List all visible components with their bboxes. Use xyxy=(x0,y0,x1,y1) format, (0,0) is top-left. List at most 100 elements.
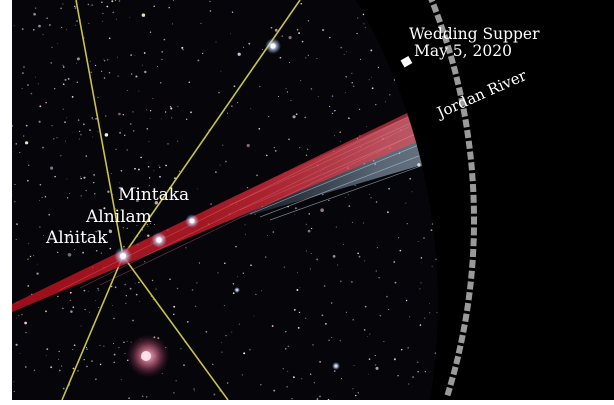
background-star xyxy=(224,262,226,265)
background-star xyxy=(27,179,29,182)
background-star xyxy=(183,364,185,366)
background-star xyxy=(24,141,29,145)
background-star xyxy=(310,88,313,90)
background-star xyxy=(301,378,303,380)
dial-tick xyxy=(453,355,462,365)
background-star xyxy=(76,81,79,83)
background-star xyxy=(332,255,336,258)
background-star xyxy=(83,358,85,361)
dial-tick xyxy=(470,194,477,203)
background-star xyxy=(67,253,72,257)
background-star xyxy=(127,90,129,91)
background-star xyxy=(58,350,60,353)
background-star xyxy=(286,386,288,388)
background-star xyxy=(21,313,23,316)
background-star xyxy=(173,0,174,2)
dial-tick xyxy=(438,23,447,34)
background-star xyxy=(69,193,70,194)
background-star xyxy=(235,245,237,248)
background-star xyxy=(331,336,333,339)
dial-tick xyxy=(464,302,472,312)
background-star xyxy=(46,348,49,351)
background-star xyxy=(419,288,421,290)
background-star xyxy=(92,136,94,138)
background-star xyxy=(170,107,173,110)
background-star xyxy=(114,0,117,1)
background-star xyxy=(132,111,134,113)
background-star xyxy=(329,105,331,108)
background-star xyxy=(80,176,81,178)
background-star xyxy=(321,28,325,32)
background-star xyxy=(15,143,17,145)
background-star xyxy=(174,177,176,180)
background-star xyxy=(307,229,311,233)
background-star xyxy=(374,354,376,357)
background-star xyxy=(309,268,312,270)
background-star xyxy=(100,252,103,254)
background-star xyxy=(221,342,223,343)
background-star xyxy=(28,164,30,166)
background-star xyxy=(197,188,198,190)
guide-line-southwest xyxy=(61,255,124,400)
background-star xyxy=(152,98,154,99)
background-star xyxy=(102,20,104,22)
background-star xyxy=(394,281,397,284)
background-star xyxy=(80,195,82,197)
background-star xyxy=(135,199,139,203)
background-star xyxy=(242,272,245,274)
background-star xyxy=(159,82,162,84)
background-star xyxy=(230,33,232,35)
background-star xyxy=(366,126,368,127)
background-star xyxy=(106,5,109,8)
background-star xyxy=(180,348,182,350)
background-star xyxy=(237,52,241,56)
dial-tick xyxy=(462,313,470,323)
background-star xyxy=(329,36,331,39)
background-star xyxy=(99,344,101,346)
background-star xyxy=(118,112,121,116)
background-star xyxy=(281,35,283,37)
background-star xyxy=(369,333,371,335)
background-star xyxy=(73,5,76,8)
background-star xyxy=(368,358,371,360)
background-star xyxy=(335,226,337,228)
background-star xyxy=(334,110,336,112)
background-star xyxy=(351,82,353,84)
background-star xyxy=(81,241,83,242)
background-star xyxy=(74,24,76,26)
background-star xyxy=(94,193,96,195)
background-star xyxy=(310,253,312,254)
background-star xyxy=(106,241,109,243)
background-star xyxy=(343,54,345,55)
background-star xyxy=(21,88,23,90)
background-star xyxy=(292,376,295,379)
background-star xyxy=(13,381,15,383)
background-star xyxy=(398,237,400,239)
background-star xyxy=(146,127,149,130)
background-star xyxy=(323,285,326,287)
dial-tick xyxy=(453,76,462,86)
background-star xyxy=(65,140,67,142)
background-star xyxy=(101,70,103,72)
background-star xyxy=(72,367,75,370)
background-star xyxy=(313,382,315,384)
dial-tick xyxy=(464,129,472,139)
background-star xyxy=(429,312,431,314)
background-star xyxy=(218,92,220,94)
background-star xyxy=(39,183,42,186)
background-star xyxy=(107,190,110,194)
background-star xyxy=(62,3,64,5)
background-star xyxy=(112,193,114,195)
background-star xyxy=(188,81,191,83)
background-star xyxy=(27,285,30,287)
dial-tick xyxy=(447,55,456,65)
background-star xyxy=(249,348,251,351)
background-star xyxy=(45,310,47,313)
background-star xyxy=(103,345,105,347)
background-star xyxy=(259,86,261,88)
background-star xyxy=(389,94,391,96)
background-star xyxy=(375,270,377,272)
background-star xyxy=(215,41,217,43)
background-star xyxy=(29,255,32,258)
